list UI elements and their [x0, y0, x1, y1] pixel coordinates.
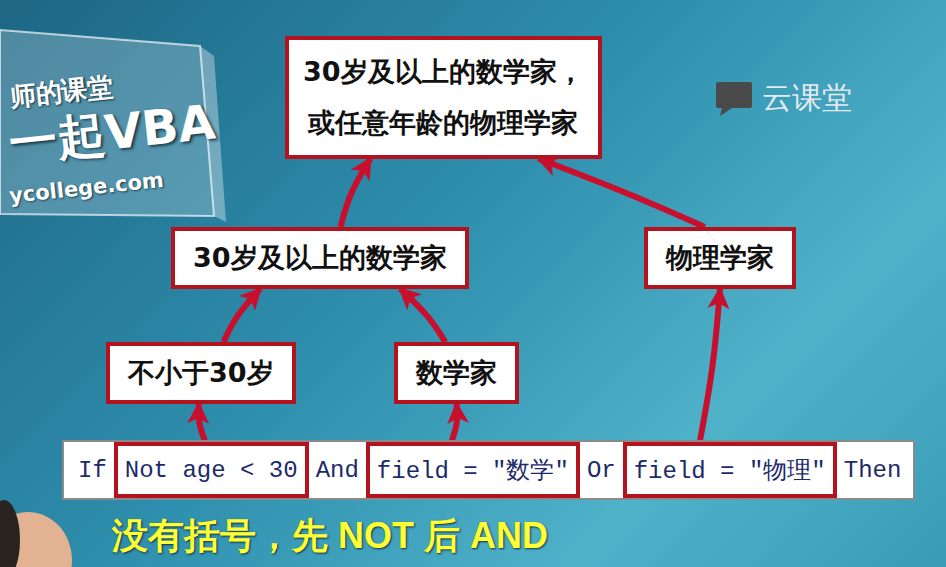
arrow-connector [700, 289, 720, 442]
presenter [0, 500, 72, 567]
node-text: And [316, 457, 359, 484]
combined-box: 30岁及以上的数学家 [171, 227, 469, 289]
node-text: If [78, 457, 107, 484]
code-segment: field = "数学" [366, 442, 580, 498]
arrow-connector [400, 289, 445, 342]
logo-bubble [716, 82, 752, 108]
node-text: 30岁及以上的数学家 [193, 242, 447, 273]
node-text: Or [587, 457, 616, 484]
code-line: If And Or Then Not age < 30 field = "数学" field… [62, 440, 915, 500]
node-text: 物理学家 [666, 242, 774, 273]
arrow-connector [199, 404, 206, 442]
condition-box: 物理学家 [644, 227, 796, 289]
presenter-hair [0, 500, 20, 567]
logo-icon [716, 82, 752, 116]
arrow-connector [538, 159, 705, 227]
condition-box: 不小于30岁 [106, 342, 296, 404]
watermark-url: ycollege.com [8, 168, 165, 208]
arrow-connector [224, 289, 261, 342]
code-segment: Not age < 30 [114, 442, 309, 498]
code-segment: field = "物理" [623, 442, 837, 498]
node-text: Then [844, 457, 902, 484]
arrow-connector [341, 159, 371, 227]
node-text: 数学家 [416, 357, 497, 388]
node-text: 不小于30岁 [128, 357, 274, 388]
condition-box: 数学家 [394, 342, 519, 404]
caption-note: 没有括号，先 NOT 后 AND [112, 512, 548, 561]
node-text: 30岁及以上的数学家， 或任意年龄的物理学家 [303, 46, 584, 149]
arrow-connector [451, 404, 457, 442]
logo-text: 云课堂 [762, 78, 852, 119]
logo-tail [720, 108, 732, 116]
node-text: field = "数学" [377, 454, 569, 486]
result-box: 30岁及以上的数学家， 或任意年龄的物理学家 [285, 36, 602, 159]
node-text: field = "物理" [634, 454, 826, 486]
node-text: Not age < 30 [125, 457, 298, 484]
